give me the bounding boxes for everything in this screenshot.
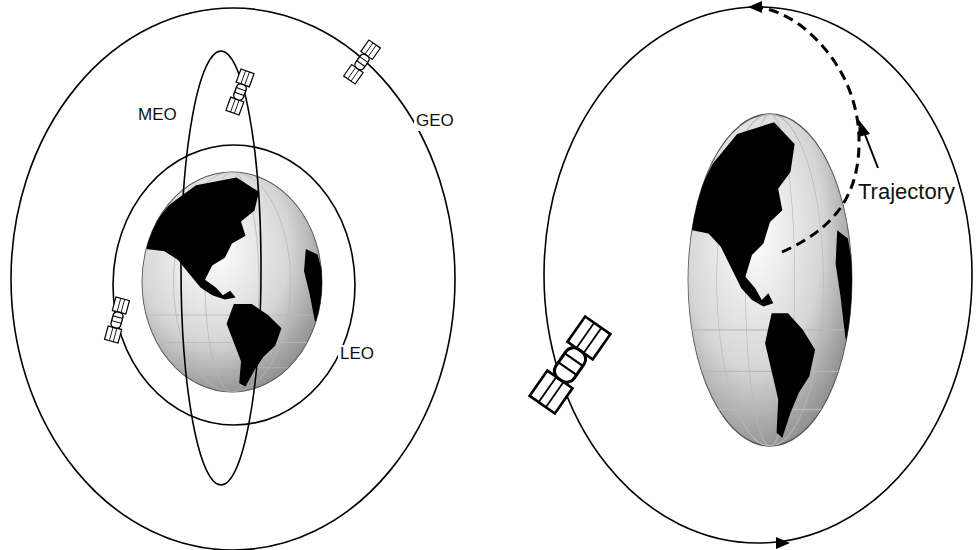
trajectory-label: Trajectory bbox=[856, 180, 957, 204]
orbit-label: MEO bbox=[136, 106, 179, 125]
orbit-label: LEO bbox=[338, 345, 376, 364]
orbit-label: GEO bbox=[414, 112, 456, 131]
